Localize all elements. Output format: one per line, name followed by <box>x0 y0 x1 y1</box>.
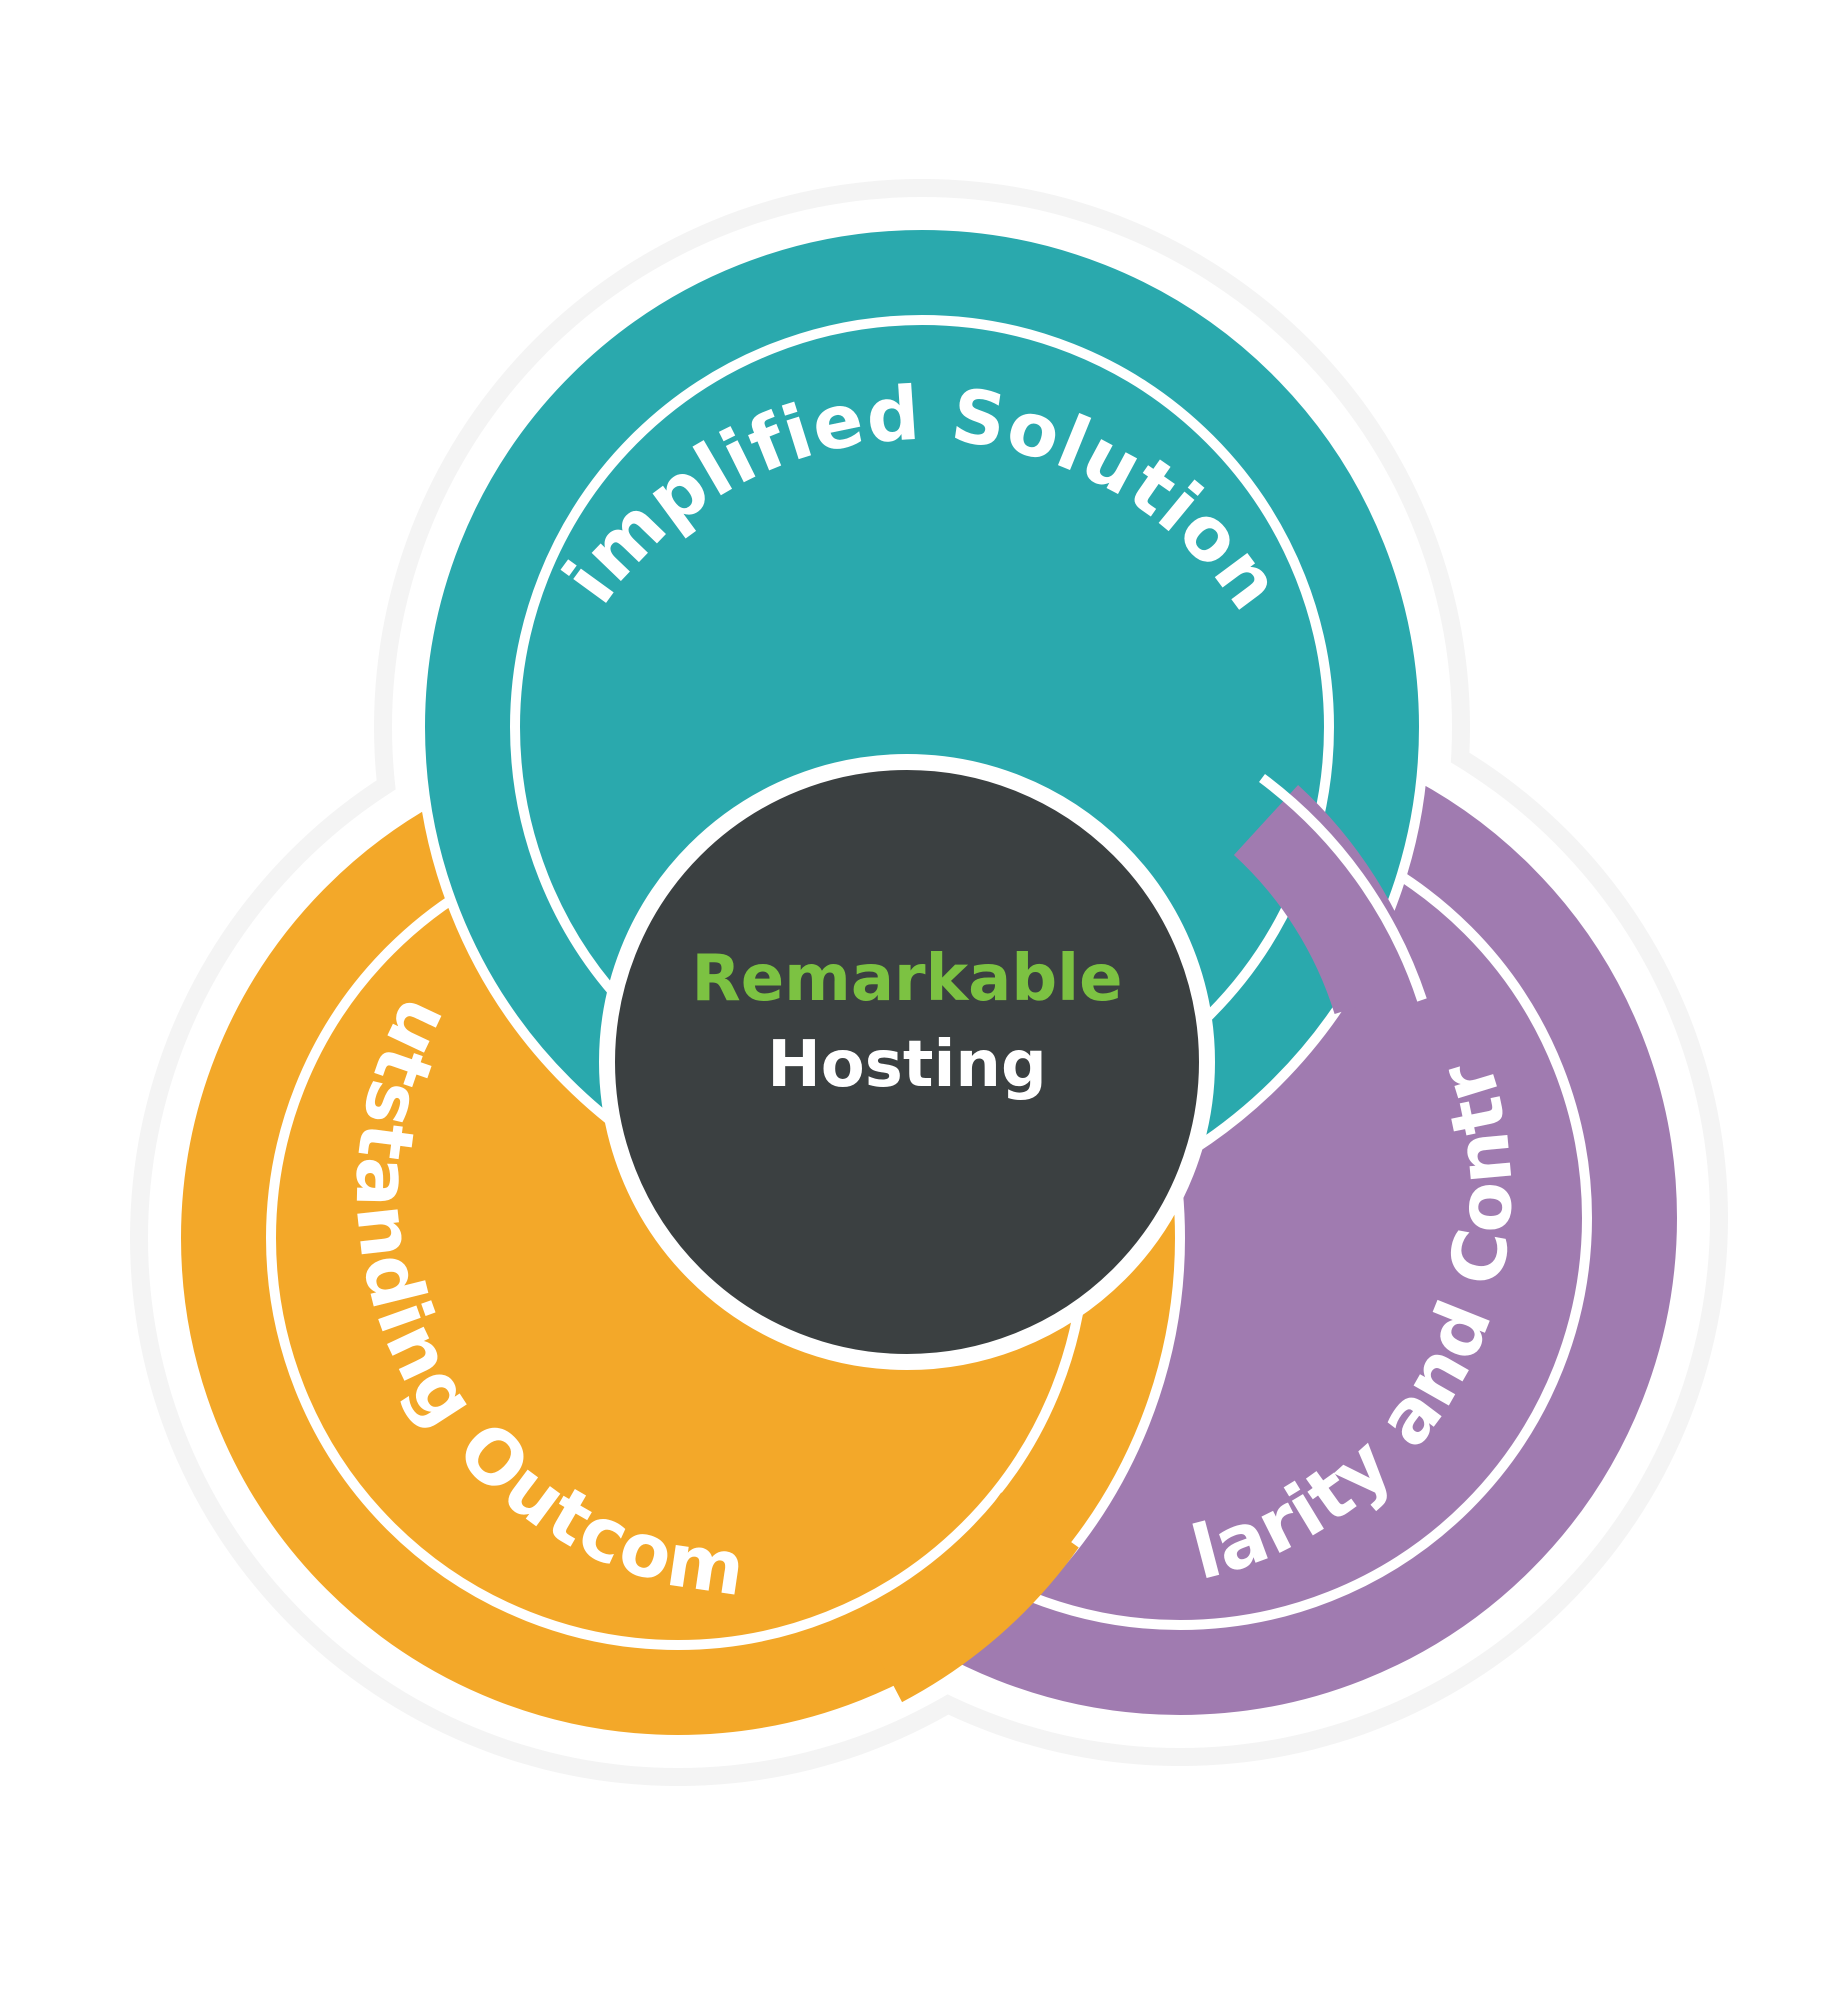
center-title-line2: Hosting <box>767 1028 1047 1102</box>
center-circle: Remarkable Hosting <box>599 754 1215 1370</box>
ring-overlap-bottom <box>857 1492 1079 1703</box>
ring-overlap-right <box>1233 773 1427 1015</box>
center-title-line1: Remarkable <box>691 942 1122 1016</box>
